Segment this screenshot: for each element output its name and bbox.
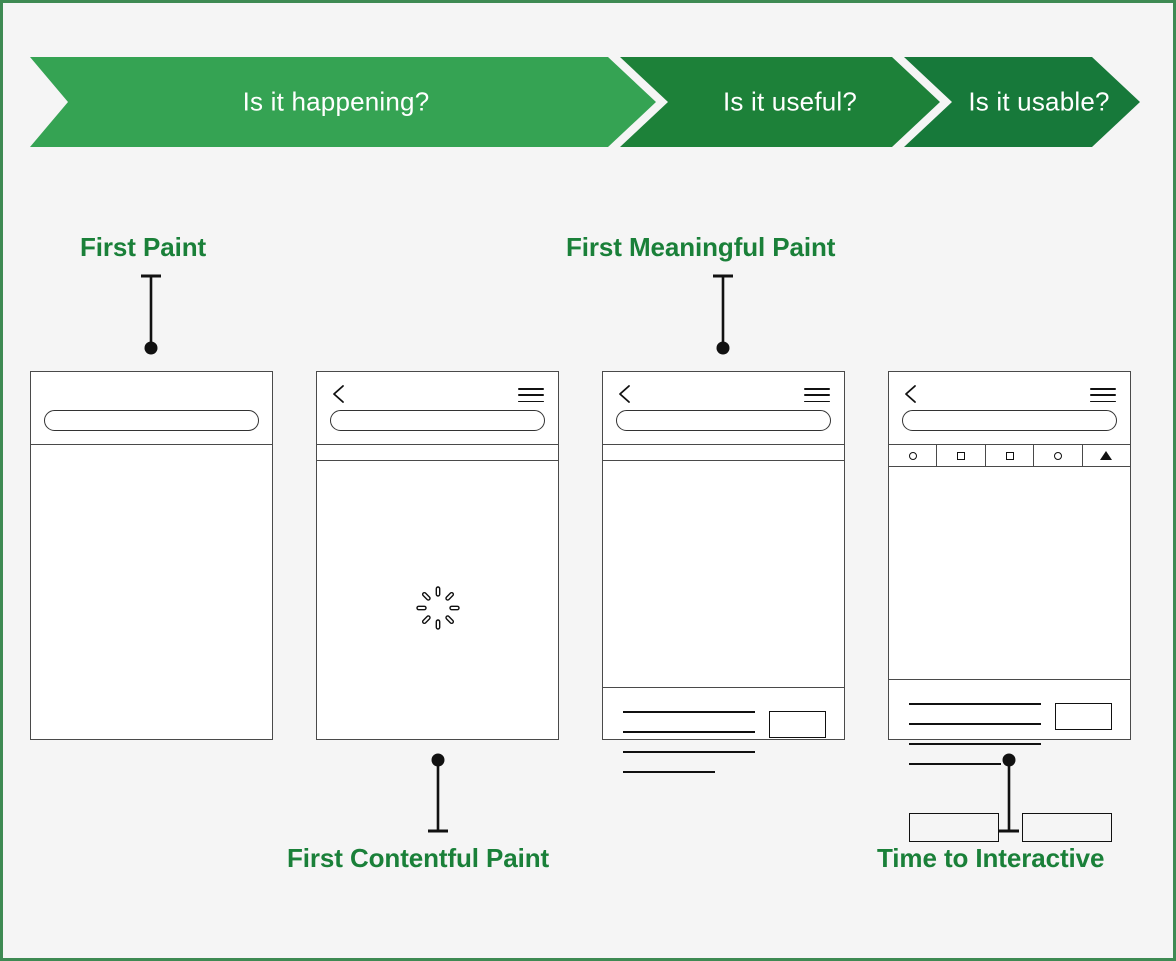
page-body-empty: [31, 445, 272, 739]
back-chevron-icon[interactable]: [331, 384, 347, 404]
circle-icon: [1053, 451, 1062, 460]
metric-label-time-to-interactive: Time to Interactive: [877, 843, 1105, 873]
browser-chrome: [603, 372, 844, 445]
tab-cell-1[interactable]: [889, 445, 938, 466]
phone-frame-time-to-interactive[interactable]: [888, 371, 1131, 842]
pointer-first-paint: [140, 274, 162, 355]
pointer-time-to-interactive: [998, 752, 1020, 834]
text-line: [623, 711, 755, 713]
banner-label-is-it-happening: Is it happening?: [242, 86, 430, 117]
phone-frame-first-contentful-paint[interactable]: [316, 371, 559, 740]
text-line: [909, 703, 1041, 705]
text-line: [623, 731, 755, 733]
triangle-icon: [1100, 451, 1113, 460]
url-bar[interactable]: [44, 410, 259, 431]
text-placeholder-lines: [909, 703, 1041, 765]
text-line: [909, 763, 1002, 765]
back-chevron-icon[interactable]: [617, 384, 633, 404]
banner-shapes: [30, 57, 1140, 147]
page-body-content: [603, 445, 844, 773]
square-icon: [1005, 451, 1014, 460]
tab-cell-5[interactable]: [1083, 445, 1130, 466]
toolbar-strip: [317, 445, 558, 461]
metric-label-first-paint: First Paint: [80, 232, 207, 262]
url-bar[interactable]: [902, 410, 1117, 431]
banner-label-is-it-usable: Is it usable?: [968, 86, 1110, 117]
tab-cell-2[interactable]: [937, 445, 986, 466]
pointer-first-meaningful-paint: [712, 274, 734, 355]
page-body-loading: [317, 445, 558, 739]
phone-frame-first-meaningful-paint[interactable]: [602, 371, 845, 773]
metric-label-first-contentful-paint: First Contentful Paint: [287, 843, 550, 873]
banner-segment-2-shape: [620, 57, 940, 147]
banner-segment-1-shape: [30, 57, 656, 147]
text-line: [909, 743, 1041, 745]
action-button-right[interactable]: [1022, 813, 1112, 842]
pointer-first-contentful-paint: [427, 752, 449, 834]
banner-segment-3-shape: [904, 57, 1140, 147]
action-button-left[interactable]: [909, 813, 999, 842]
tab-cell-3[interactable]: [986, 445, 1035, 466]
text-placeholder-lines: [623, 711, 755, 773]
browser-chrome: [31, 372, 272, 445]
metric-label-first-meaningful-paint: First Meaningful Paint: [566, 232, 836, 262]
action-buttons-row: [909, 813, 1112, 842]
content-divider: [603, 687, 844, 688]
hamburger-menu-icon[interactable]: [518, 388, 544, 403]
hamburger-menu-icon[interactable]: [1090, 388, 1116, 403]
thumbnail-box: [769, 711, 826, 738]
browser-chrome: [317, 372, 558, 445]
phone-frame-first-paint[interactable]: [30, 371, 273, 740]
toolbar-strip: [603, 445, 844, 461]
page-body-interactive: [889, 445, 1130, 842]
square-icon: [957, 451, 966, 460]
loading-spinner-icon: [415, 586, 460, 630]
text-line: [623, 751, 755, 753]
text-line: [909, 723, 1041, 725]
content-divider: [889, 679, 1130, 680]
url-bar[interactable]: [616, 410, 831, 431]
back-chevron-icon[interactable]: [903, 384, 919, 404]
browser-chrome: [889, 372, 1130, 445]
banner-label-is-it-useful: Is it useful?: [722, 86, 858, 117]
hamburger-menu-icon[interactable]: [804, 388, 830, 403]
performance-phases-banner: Is it happening? Is it useful? Is it usa…: [30, 57, 1140, 147]
thumbnail-box: [1055, 703, 1112, 730]
tab-cell-4[interactable]: [1034, 445, 1083, 466]
url-bar[interactable]: [330, 410, 545, 431]
circle-icon: [908, 451, 917, 460]
tab-toolbar-strip[interactable]: [889, 445, 1130, 467]
text-line: [623, 771, 716, 773]
